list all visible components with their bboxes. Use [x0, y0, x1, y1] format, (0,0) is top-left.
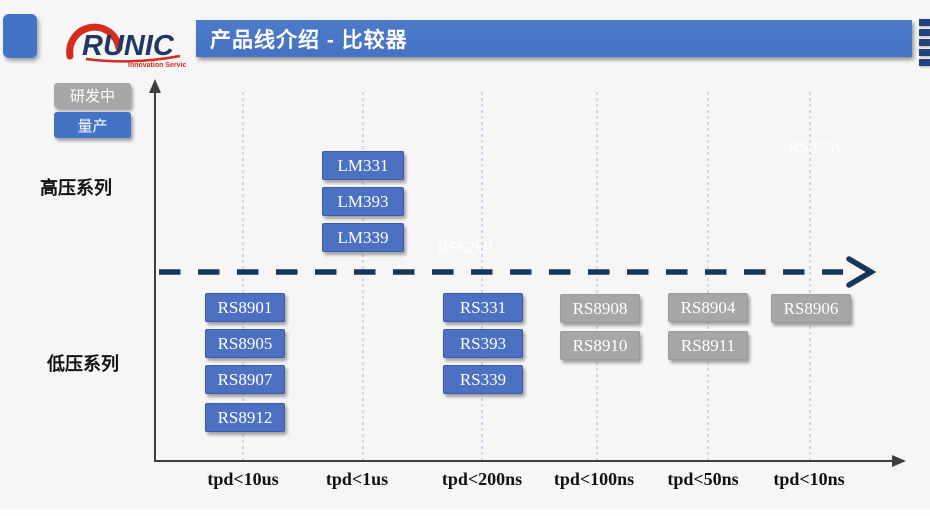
runic-logo-graphic: RUNIC Innovation Service: [66, 23, 190, 69]
product-box: RS8905: [205, 329, 285, 358]
product-box: LM393: [322, 187, 404, 216]
runic-logo: RUNIC Innovation Service: [56, 6, 190, 70]
legend-mass-production: 量产: [54, 112, 131, 138]
logo-tagline: Innovation Service: [128, 62, 186, 69]
logo-swoosh: [85, 54, 181, 63]
product-box: RS8908: [560, 294, 640, 323]
x-axis-arrowhead: [892, 455, 906, 467]
x-axis-label: tpd<100ns: [553, 469, 635, 489]
y-axis-arrowhead: [149, 79, 161, 93]
accent-bar: [919, 29, 930, 36]
product-box: RS339: [443, 365, 523, 394]
product-box: RS393: [443, 329, 523, 358]
product-box: RS331: [443, 293, 523, 322]
product-box: RS8912: [205, 403, 285, 432]
legend-developing: 研发中: [54, 83, 131, 108]
x-axis-label: tpd<200ns: [441, 469, 523, 489]
accent-bar: [919, 59, 930, 66]
logo-arc: [66, 23, 123, 60]
watermark-center: RS62xP: [437, 238, 493, 257]
slide-title-bar: 产品线介绍 - 比较器: [196, 20, 912, 57]
product-box: LM331: [322, 151, 404, 180]
x-axis-label: tpd<1us: [325, 469, 389, 489]
side-accent-bars: [919, 19, 930, 66]
logo-brand-text: RUNIC: [82, 30, 175, 62]
series-divider-arrowhead: [846, 256, 877, 288]
product-box: RS8906: [771, 294, 851, 323]
accent-bar: [919, 19, 930, 26]
legend-developing-label: 研发中: [69, 88, 115, 105]
x-axis-label: tpd<50ns: [667, 469, 739, 489]
product-box: RS8911: [668, 331, 748, 360]
bottom-edge-strip: [0, 509, 930, 516]
accent-bar: [919, 49, 930, 56]
product-box: RS8907: [205, 365, 285, 394]
product-box: RS8901: [205, 293, 285, 322]
row-label-high-voltage: 高压系列: [40, 178, 112, 198]
product-box: RS8910: [560, 331, 640, 360]
x-axis-label: tpd<10ns: [773, 469, 845, 489]
row-label-low-voltage: 低压系列: [47, 354, 119, 374]
product-box: RS8904: [668, 293, 748, 322]
x-axis-label: tpd<10us: [207, 469, 279, 489]
corner-accent-chip: [3, 14, 37, 58]
accent-bar: [919, 39, 930, 46]
product-box: LM339: [322, 223, 404, 252]
slide-title: 产品线介绍 - 比较器: [210, 28, 408, 52]
watermark-top-right: RS875x: [788, 138, 843, 157]
legend-mass-production-label: 量产: [77, 117, 108, 135]
